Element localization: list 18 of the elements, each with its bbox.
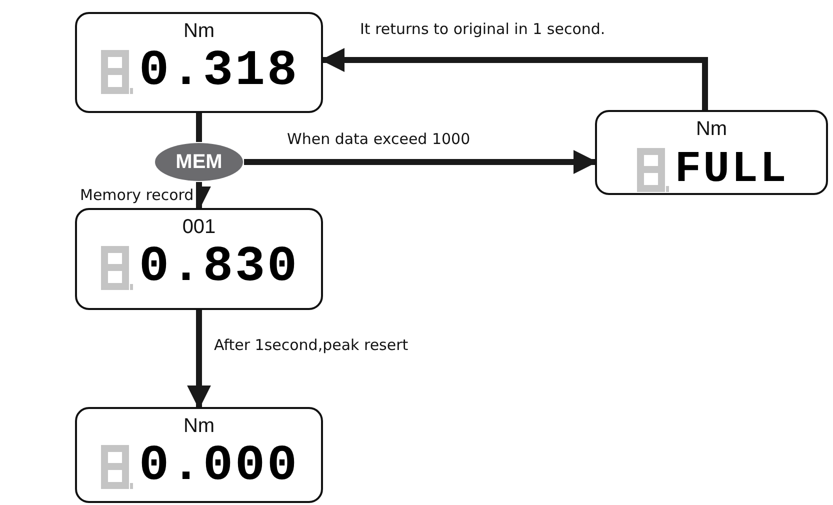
arrow — [187, 310, 211, 410]
unit-label: Nm — [183, 415, 215, 437]
display-value: FULL — [674, 144, 788, 196]
display-value: 0.318 — [138, 46, 300, 98]
lcd-display-box — [75, 12, 323, 113]
arrow — [320, 48, 708, 110]
display-value: 0.000 — [138, 441, 300, 493]
unit-label: 001 — [182, 216, 216, 238]
lcd-display-box — [75, 407, 323, 503]
arrow — [244, 150, 598, 174]
edge-label: Memory record — [78, 186, 196, 204]
unit-label: Nm — [696, 118, 728, 140]
display-value: 0.830 — [138, 242, 300, 294]
mem-label: MEM — [176, 150, 222, 174]
lcd-display-box — [595, 110, 828, 195]
lcd-display-box — [75, 208, 323, 310]
edge-label: After 1second,peak resert — [212, 336, 410, 354]
unit-label: Nm — [183, 20, 215, 42]
